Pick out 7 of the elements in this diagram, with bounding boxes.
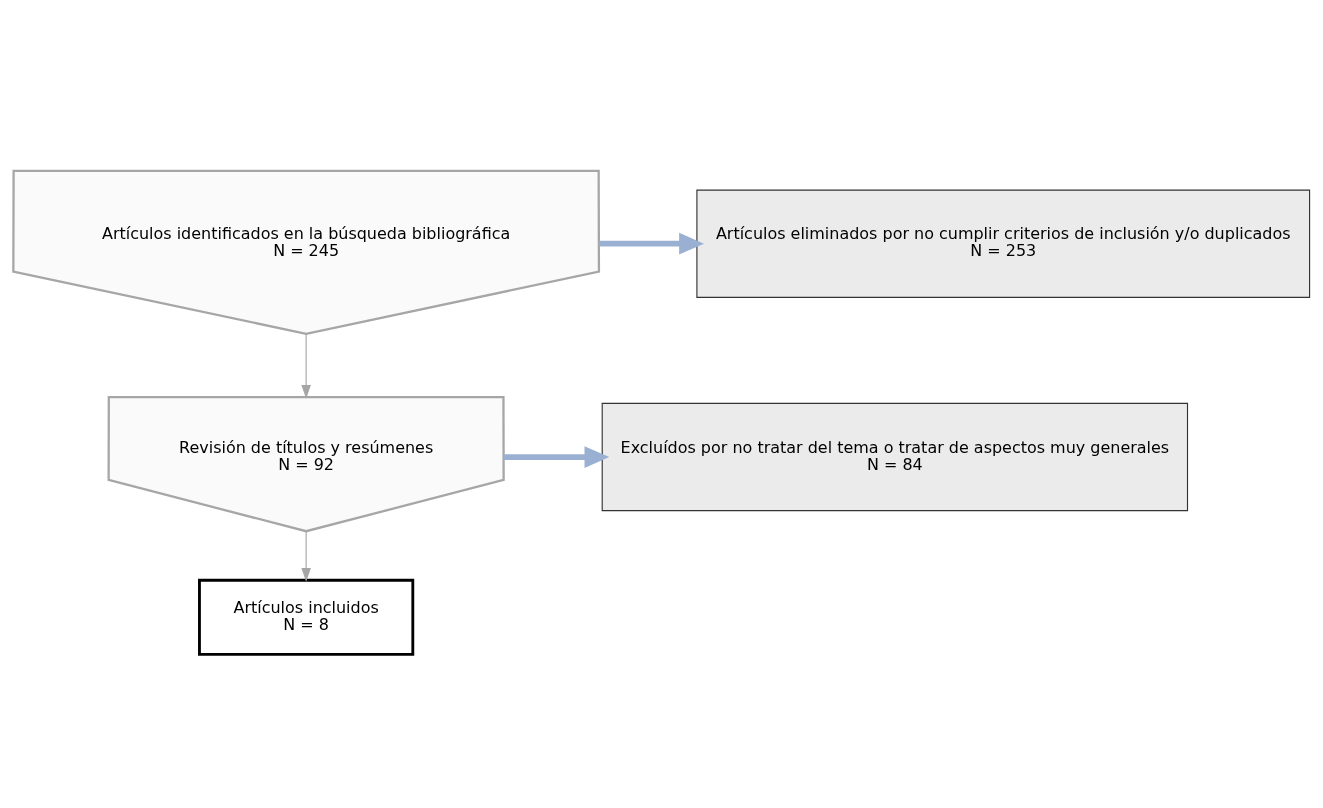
arrow [598, 232, 704, 255]
arrow [301, 531, 311, 582]
node-box: Artículos eliminados por no cumplir criterios de inclusión y/o duplicados N = 253 [696, 189, 1311, 298]
node-box: Excluídos por no tratar del tema o tratar de aspectos muy generales N = 84 [601, 402, 1189, 512]
arrow [301, 333, 311, 399]
arrow [503, 446, 610, 468]
node-box: Artículos incluidos N = 8 [198, 578, 415, 656]
